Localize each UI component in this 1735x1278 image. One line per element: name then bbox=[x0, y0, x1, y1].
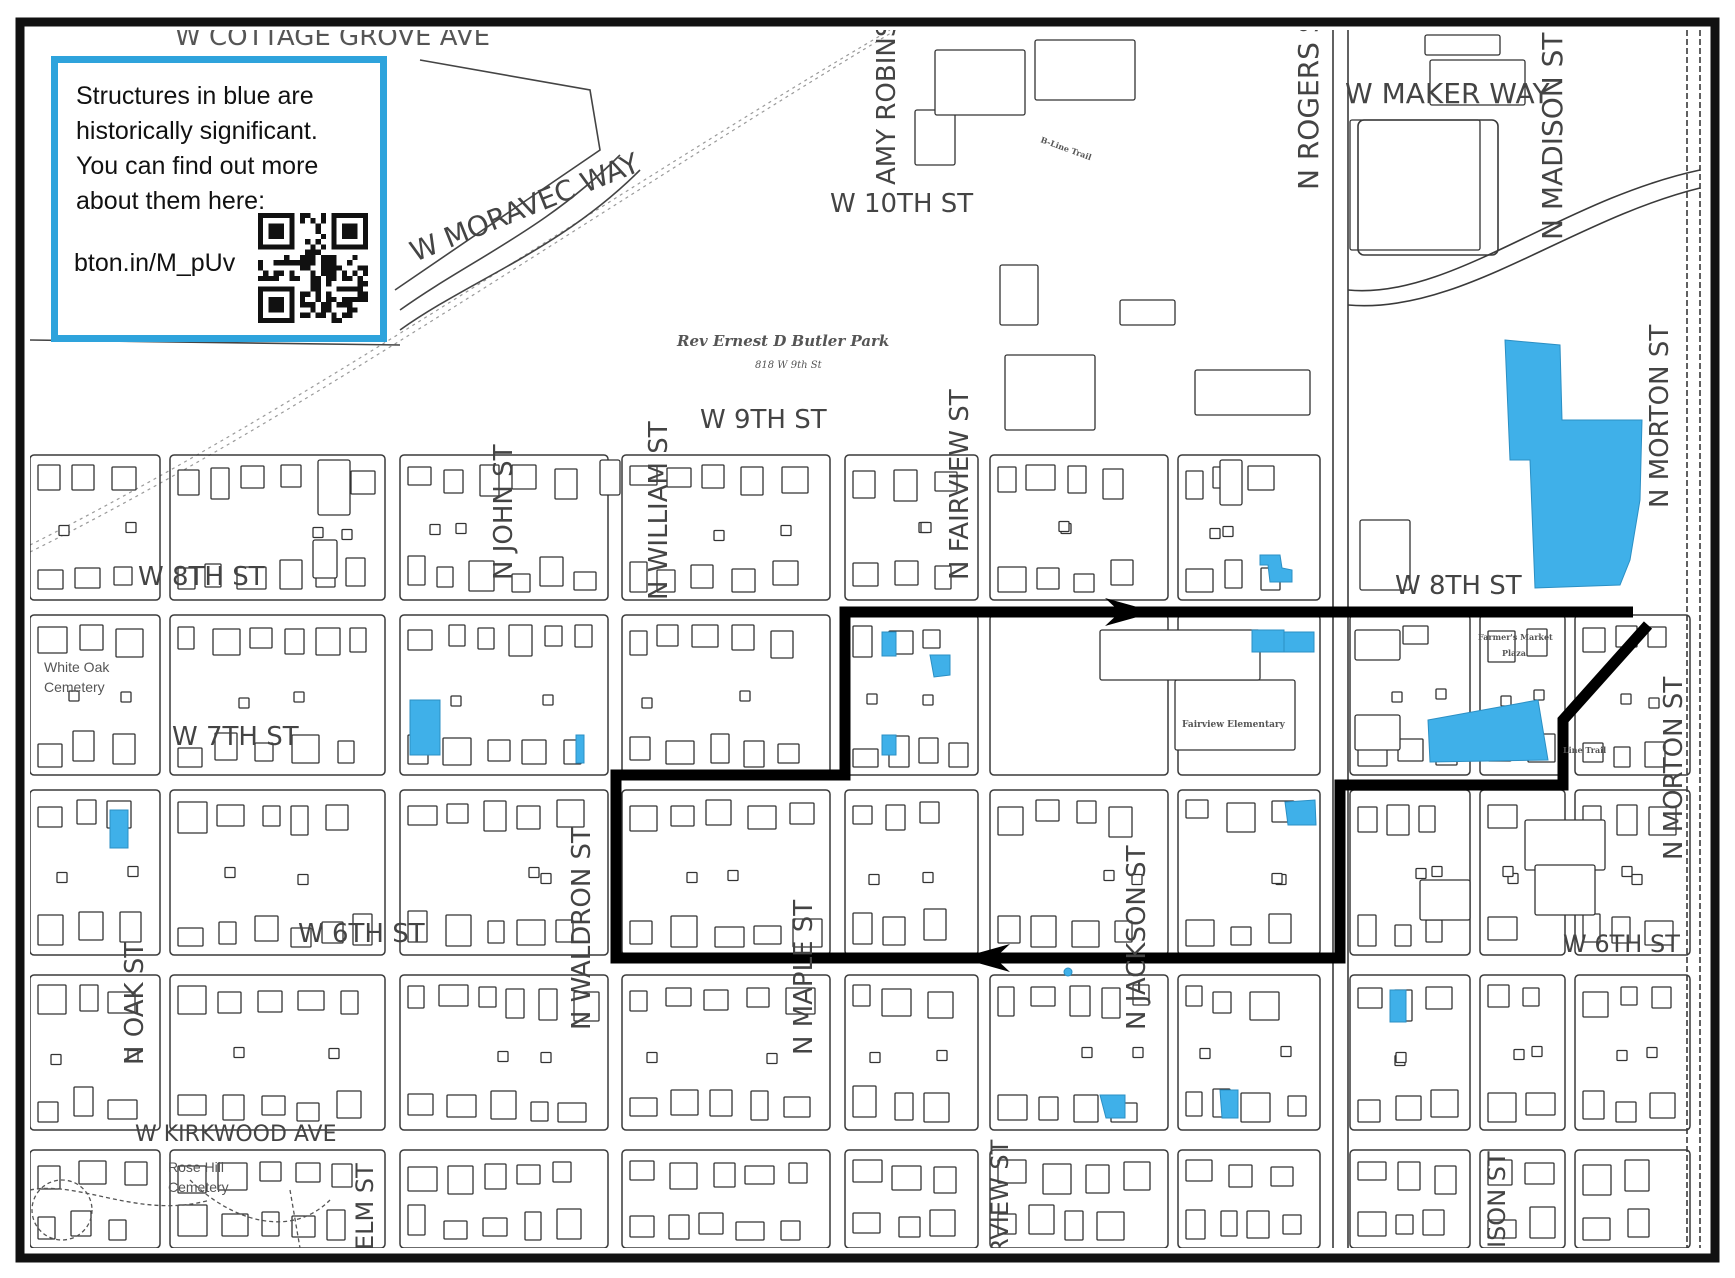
b-line-trail-south-label: Line Trail bbox=[1563, 745, 1606, 755]
historic-structures bbox=[109, 339, 1643, 1119]
street-w-cottage-grove: W COTTAGE GROVE AVE bbox=[175, 22, 490, 52]
street-w-6th-west: W 6TH ST bbox=[298, 919, 425, 949]
street-w-10th: W 10TH ST bbox=[830, 189, 973, 219]
street-w-9th: W 9TH ST bbox=[700, 405, 827, 435]
street-amy-robins: AMY ROBINS bbox=[872, 21, 902, 185]
street-n-madison: N MADISON ST bbox=[1536, 32, 1569, 240]
buildings bbox=[37, 34, 1677, 1241]
route-arrow-east bbox=[1105, 598, 1155, 626]
info-box: Structures in blue are historically sign… bbox=[51, 56, 387, 342]
butler-park-label: Rev Ernest D Butler Park bbox=[676, 332, 889, 350]
street-elm: ELM ST bbox=[351, 1163, 379, 1250]
street-n-waldron: N WALDRON ST bbox=[567, 827, 597, 1030]
route-arrow-west bbox=[960, 944, 1010, 972]
street-w-7th: W 7TH ST bbox=[172, 722, 299, 752]
farmers-market-label: Farmer's Market bbox=[1478, 632, 1553, 642]
qr-code[interactable] bbox=[258, 213, 368, 323]
fairview-elementary-label: Fairview Elementary bbox=[1182, 720, 1286, 730]
street-n-maple: N MAPLE ST bbox=[789, 900, 819, 1055]
street-n-rogers: N ROGERS S bbox=[1292, 15, 1325, 190]
street-n-oak: N OAK ST bbox=[120, 942, 150, 1065]
street-w-maker-way: W MAKER WAY bbox=[1345, 77, 1550, 110]
street-n-john: N JOHN ST bbox=[489, 444, 519, 580]
info-link[interactable]: bton.in/M_pUv bbox=[74, 249, 236, 277]
street-w-kirkwood: W KIRKWOOD AVE bbox=[135, 1122, 337, 1147]
major-roads bbox=[1332, 30, 1701, 1248]
street-n-jackson: N JACKSON ST bbox=[1122, 845, 1152, 1030]
street-fairview-south: RVIEW ST bbox=[986, 1139, 1014, 1255]
farmers-market-plaza-label: Plaza bbox=[1502, 648, 1526, 658]
place-labels: Rev Ernest D Butler Park 818 W 9th St Fa… bbox=[676, 134, 1606, 755]
moravec-road bbox=[30, 59, 641, 346]
railroad-track bbox=[30, 30, 897, 553]
butler-park-address: 818 W 9th St bbox=[755, 360, 823, 371]
info-text: Structures in blue are historically sign… bbox=[76, 82, 319, 215]
street-n-fairview: N FAIRVIEW ST bbox=[945, 389, 975, 580]
street-w-8th-east: W 8TH ST bbox=[1395, 571, 1522, 601]
street-w-6th-east: W 6TH ST bbox=[1563, 930, 1680, 958]
street-n-william: N WILLIAM ST bbox=[644, 421, 674, 600]
street-w-8th-west: W 8TH ST bbox=[138, 562, 265, 592]
rose-hill-paths bbox=[30, 1179, 331, 1248]
map-frame bbox=[15, 17, 1720, 1263]
street-madison-south: ISON ST bbox=[1483, 1151, 1511, 1248]
street-n-morton-south: N MORTON ST bbox=[1659, 677, 1689, 860]
street-n-morton-north: N MORTON ST bbox=[1645, 325, 1675, 508]
